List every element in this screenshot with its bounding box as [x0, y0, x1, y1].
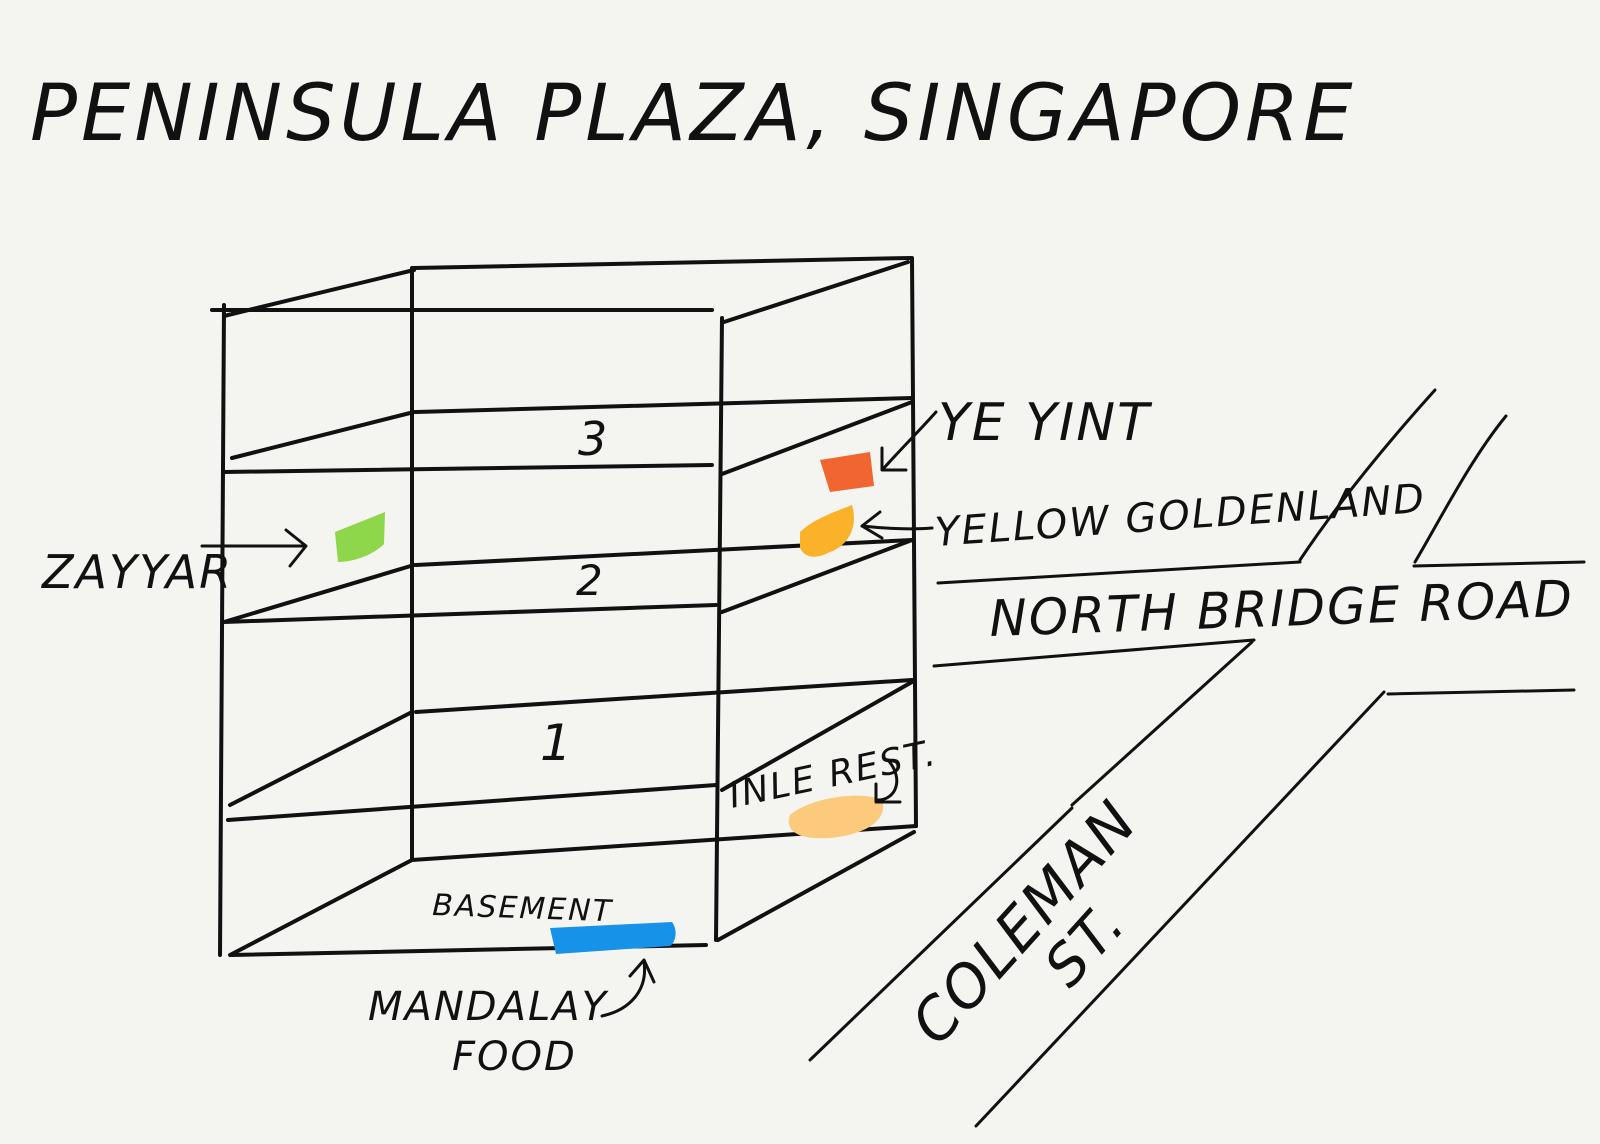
pillar-back-right: [910, 256, 918, 828]
inle-rest-marker: [788, 795, 884, 839]
zayyar-arrowhead: [284, 528, 308, 568]
north-bridge-bottom-edge-left: [932, 638, 1256, 668]
food-label: FOOD: [452, 1034, 577, 1080]
floor1-left-edge: [228, 710, 414, 807]
ye-yint-arrowhead: [880, 446, 908, 472]
zayyar-label: ZAYYAR: [40, 545, 233, 599]
yellow-goldenland-arrow: [860, 524, 934, 531]
floor2-right-edge: [720, 538, 914, 614]
ground-left-edge: [228, 858, 414, 957]
inle-rest-arrow: [876, 758, 899, 802]
coleman-west-edge-upper: [1070, 640, 1254, 807]
mandalay-food-arrow: [600, 960, 647, 1018]
floor1-right-edge: [720, 680, 914, 792]
roof-back-edge: [412, 256, 912, 270]
floor2-left-edge: [222, 563, 416, 624]
ye-yint-label: YE YINT: [938, 393, 1153, 453]
street-lines: [808, 388, 1586, 1128]
roof-left-edge: [222, 268, 416, 318]
coleman-west-edge-lower: [808, 806, 1074, 1062]
north-bridge-top-edge-right: [1412, 560, 1586, 568]
ground-right-edge: [716, 830, 916, 942]
ye-yint-marker: [820, 452, 874, 492]
floor1-label: 1: [540, 714, 574, 772]
floor3-right-edge: [720, 400, 914, 476]
yellow-goldenland-arrowhead: [860, 510, 884, 540]
floor2-label: 2: [576, 556, 605, 605]
zayyar-marker: [335, 512, 385, 562]
coleman-east-edge: [974, 690, 1386, 1128]
north-bridge-road-label: NORTH BRIDGE ROAD: [988, 570, 1575, 648]
basement-label: BASEMENT: [432, 888, 614, 929]
pillar-front-right: [714, 316, 724, 942]
floor3-left-edge: [230, 410, 416, 460]
cross-street-upper-left: [1298, 388, 1437, 562]
floor3-label: 3: [578, 412, 609, 466]
yellow-goldenland-marker: [800, 505, 854, 557]
floor2-front-edge: [222, 603, 718, 624]
pillar-front-left: [218, 303, 226, 957]
mandalay-label: MANDALAY: [368, 984, 610, 1030]
floor3-front-edge: [222, 463, 714, 474]
inle-rest-arrowhead: [874, 782, 902, 804]
page-title: PENINSULA PLAZA, SINGAPORE: [30, 69, 1356, 159]
north-bridge-bottom-edge-right: [1386, 688, 1576, 696]
roof-right-edge: [722, 260, 910, 324]
north-bridge-top-edge-left: [936, 560, 1302, 585]
floor1-back-edge: [414, 678, 914, 714]
floor3-back-edge: [414, 396, 914, 414]
floor1-front-edge: [226, 783, 718, 822]
cross-street-upper-right: [1413, 414, 1508, 564]
ye-yint-arrow: [882, 410, 938, 470]
mandalay-food-marker: [550, 922, 676, 954]
mandalay-food-arrowhead: [628, 958, 656, 984]
building-wireframe: [210, 256, 918, 957]
